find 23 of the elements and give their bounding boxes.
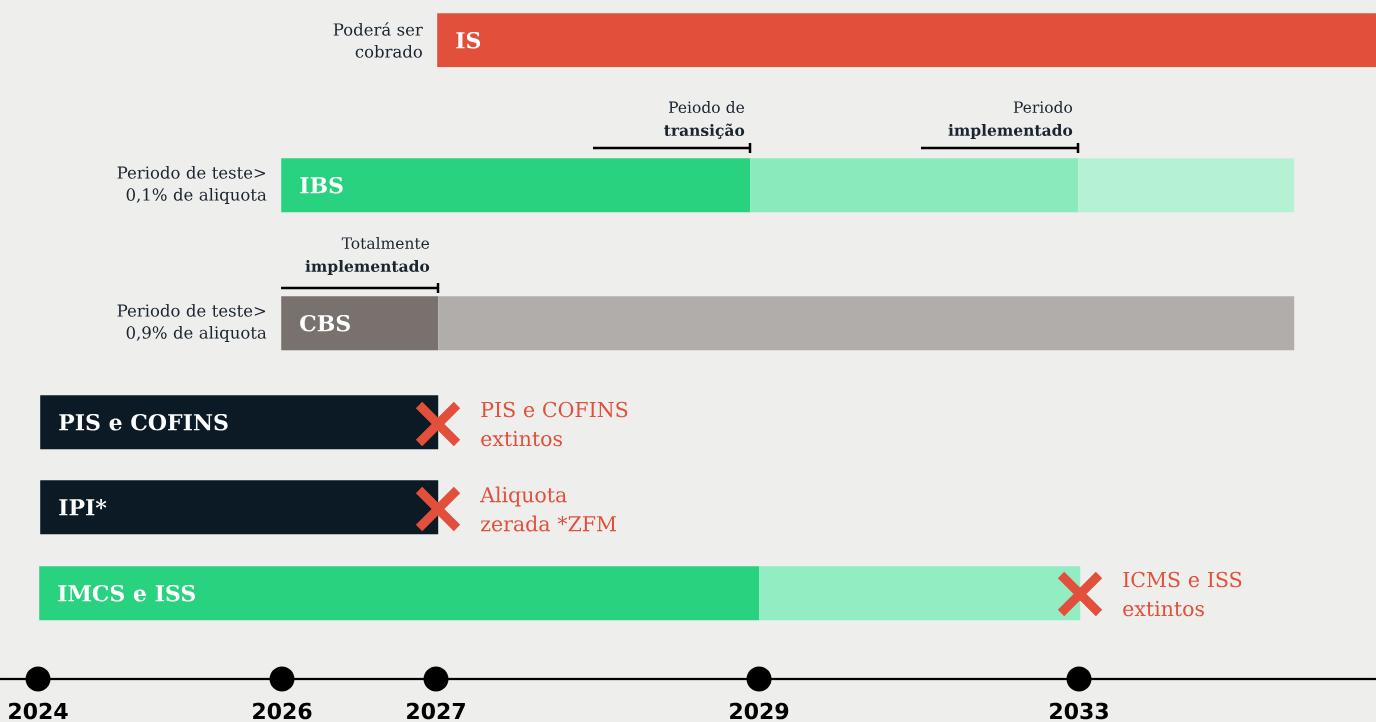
year-label: 2027: [407, 702, 465, 720]
tax-bar: IPI*: [40, 480, 439, 535]
tax-bar: PIS e COFINS: [40, 395, 439, 450]
status-note: ICMS e ISS extintos: [1123, 571, 1242, 617]
side-label: Poderá ser cobrado: [333, 22, 423, 58]
period-label: Totalmente implementado: [305, 237, 430, 275]
year-label: 2033: [1050, 702, 1108, 720]
tax-bar: IBS: [281, 158, 751, 213]
side-label: Periodo de teste> 0,1% de aliquota: [117, 166, 267, 204]
phase-bar: [438, 296, 1295, 351]
year-label: 2024: [9, 702, 68, 720]
phase-bar: [750, 158, 1079, 213]
period-label: Periodo implementado: [948, 101, 1073, 139]
tax-bar: IMCS e ISS: [39, 566, 760, 621]
period-label: Peiodo de transição: [664, 101, 745, 139]
year-label: 2029: [730, 702, 789, 720]
tax-bar: CBS: [281, 296, 439, 351]
phase-bar: [1078, 158, 1295, 213]
side-label: Periodo de teste> 0,9% de aliquota: [117, 304, 267, 342]
year-label: 2026: [253, 702, 312, 720]
status-note: PIS e COFINS extintos: [481, 401, 628, 447]
tax-bar: IS: [437, 13, 1376, 68]
status-note: Aliquota zerada *ZFM: [480, 486, 616, 532]
